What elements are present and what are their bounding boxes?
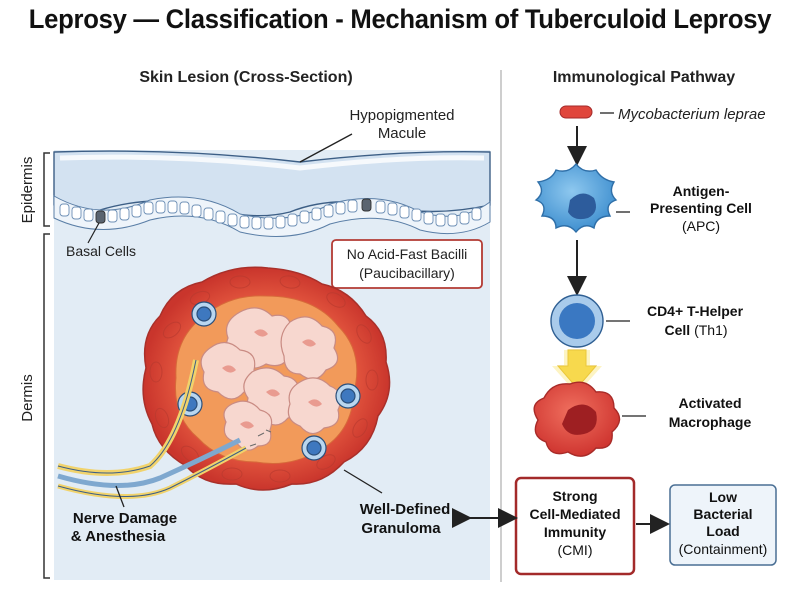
melanocyte-cell <box>361 198 372 212</box>
granuloma-label-line1: Well-Defined <box>360 501 451 518</box>
afb-label-line2: (Paucibacillary) <box>359 265 455 281</box>
basal-cells-label: Basal Cells <box>66 243 136 259</box>
epithelioid-cell-cluster <box>200 307 342 451</box>
load-label-line3: Load <box>706 523 739 539</box>
apc-label-line1: Antigen- <box>673 183 730 199</box>
th1-label-line2: Cell (Th1) <box>664 322 727 338</box>
melanocyte-cell <box>95 210 106 224</box>
macrophage-nucleus <box>562 404 597 435</box>
granuloma <box>142 266 391 491</box>
epidermis-bracket <box>43 152 50 227</box>
activation-arrow <box>552 349 602 394</box>
afb-label-line1: No Acid-Fast Bacilli <box>347 246 468 262</box>
cmi-label-line4: (CMI) <box>558 542 593 558</box>
apc-label-line2: Presenting Cell <box>650 200 752 216</box>
bacterial-load-box <box>669 484 777 566</box>
basal-cells-leader <box>87 222 100 244</box>
apc-nucleus <box>568 193 596 220</box>
nerve-label-line1: Nerve Damage <box>73 510 177 527</box>
macrophage-label-line2: Macrophage <box>669 414 752 430</box>
granuloma-leader <box>343 469 383 494</box>
th1-label-line1: CD4+ T-Helper <box>647 303 744 319</box>
load-label-line1: Low <box>709 489 737 505</box>
skin-lesion-heading: Skin Lesion (Cross-Section) <box>139 69 352 86</box>
granuloma-label-line2: Granuloma <box>361 520 441 537</box>
epidermis-label: Epidermis <box>19 157 36 224</box>
macule-label-line2: Macule <box>378 125 426 142</box>
dermis-bracket <box>43 233 50 579</box>
apc-label-line3: (APC) <box>682 218 720 234</box>
basal-cell-layer <box>53 195 491 237</box>
nerve-leader <box>115 485 125 508</box>
page-title: Leprosy — Classification - Mechanism of … <box>28 4 772 34</box>
load-label-line4: (Containment) <box>679 541 768 557</box>
dermis-label: Dermis <box>19 374 36 422</box>
afb-callout-box <box>331 239 483 289</box>
epidermis-highlight <box>59 154 485 171</box>
immunological-pathway-heading: Immunological Pathway <box>553 69 735 86</box>
mycobacterium-icon <box>559 105 593 119</box>
load-label-line2: Bacterial <box>693 506 752 522</box>
macule-leader-line <box>299 133 353 163</box>
macrophage-label-line1: Activated <box>678 395 741 411</box>
mycobacterium-label: Mycobacterium leprae <box>618 106 766 123</box>
macule-label-line1: Hypopigmented <box>349 107 454 124</box>
th1-nucleus <box>559 303 595 339</box>
cmi-label-line1: Strong <box>552 488 597 504</box>
nerve-label-line2: & Anesthesia <box>71 528 166 545</box>
nerve-fiber <box>57 359 272 500</box>
cmi-label-line2: Cell-Mediated <box>529 506 620 522</box>
cmi-label-line3: Immunity <box>544 524 606 540</box>
